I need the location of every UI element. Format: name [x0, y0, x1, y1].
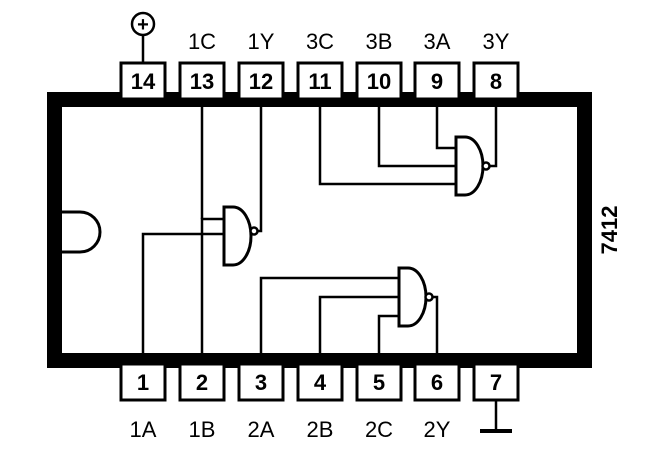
pin-number-9: 9 [431, 69, 443, 94]
pin-number-5: 5 [373, 370, 385, 395]
gate-2-wire-2c [377, 314, 399, 364]
pin-number-11: 11 [308, 69, 331, 94]
bottom-pin-row: 1 2 3 4 5 6 7 [119, 362, 520, 402]
gate-3-wire-3y [490, 99, 498, 168]
pin-number-4: 4 [314, 370, 327, 395]
pin-number-1: 1 [137, 370, 149, 395]
label-2b: 2B [307, 417, 334, 442]
gate-1-bubble [249, 226, 259, 236]
gate-3-wire-3c [318, 99, 456, 186]
gate-2-wire-2y [433, 295, 439, 364]
label-1a: 1A [130, 417, 157, 442]
gate-2-wire-2b [318, 295, 399, 364]
label-2a: 2A [248, 417, 275, 442]
power-symbol: + [130, 11, 156, 63]
label-2c: 2C [365, 417, 393, 442]
gate-2-bubble [424, 292, 434, 302]
label-1b: 1B [189, 417, 216, 442]
vcc-plus-sign: + [137, 14, 149, 36]
gate-1-wire-1b [200, 217, 224, 364]
gate-3-body [454, 135, 485, 197]
pin-number-12: 12 [249, 69, 273, 94]
nand-gate-1 [141, 99, 263, 364]
pin-1 [119, 362, 167, 402]
gate-3-wire-3b [377, 99, 456, 168]
pin-number-14: 14 [131, 69, 156, 94]
pin-14 [119, 61, 167, 101]
label-3y: 3Y [483, 29, 510, 54]
chip-notch [62, 210, 102, 254]
label-3a: 3A [424, 29, 451, 54]
label-3c: 3C [306, 29, 334, 54]
pin-11 [296, 61, 344, 101]
label-3b: 3B [366, 29, 393, 54]
nand-gate-2 [259, 266, 439, 364]
chip-part-number: 7412 [597, 206, 622, 255]
gate-3-bubble [481, 161, 491, 171]
label-2y: 2Y [424, 417, 451, 442]
pin-number-3: 3 [255, 370, 267, 395]
pin-number-7: 7 [490, 370, 502, 395]
pin-number-6: 6 [431, 370, 443, 395]
gate-2-wire-2a [259, 276, 399, 364]
pin-2 [178, 362, 226, 402]
label-1c: 1C [188, 29, 216, 54]
pin-number-8: 8 [490, 69, 502, 94]
pin-5 [355, 362, 403, 402]
pin-9 [413, 61, 461, 101]
pin-number-10: 10 [367, 69, 391, 94]
gate-2-body [397, 266, 428, 328]
gate-3-wire-3a [435, 99, 456, 150]
top-pin-row: 14 13 12 11 10 9 8 [119, 61, 520, 101]
ground-symbol [480, 400, 512, 433]
pin-4 [296, 362, 344, 402]
label-1y: 1Y [248, 29, 275, 54]
gate-1-wire-1a [141, 232, 224, 364]
pin-number-13: 13 [190, 69, 214, 94]
gate-1-wire-1y [258, 99, 263, 233]
pin-number-2: 2 [196, 370, 208, 395]
nand-gate-3 [318, 99, 498, 197]
pin-6 [413, 362, 461, 402]
gate-1-body [222, 205, 253, 267]
